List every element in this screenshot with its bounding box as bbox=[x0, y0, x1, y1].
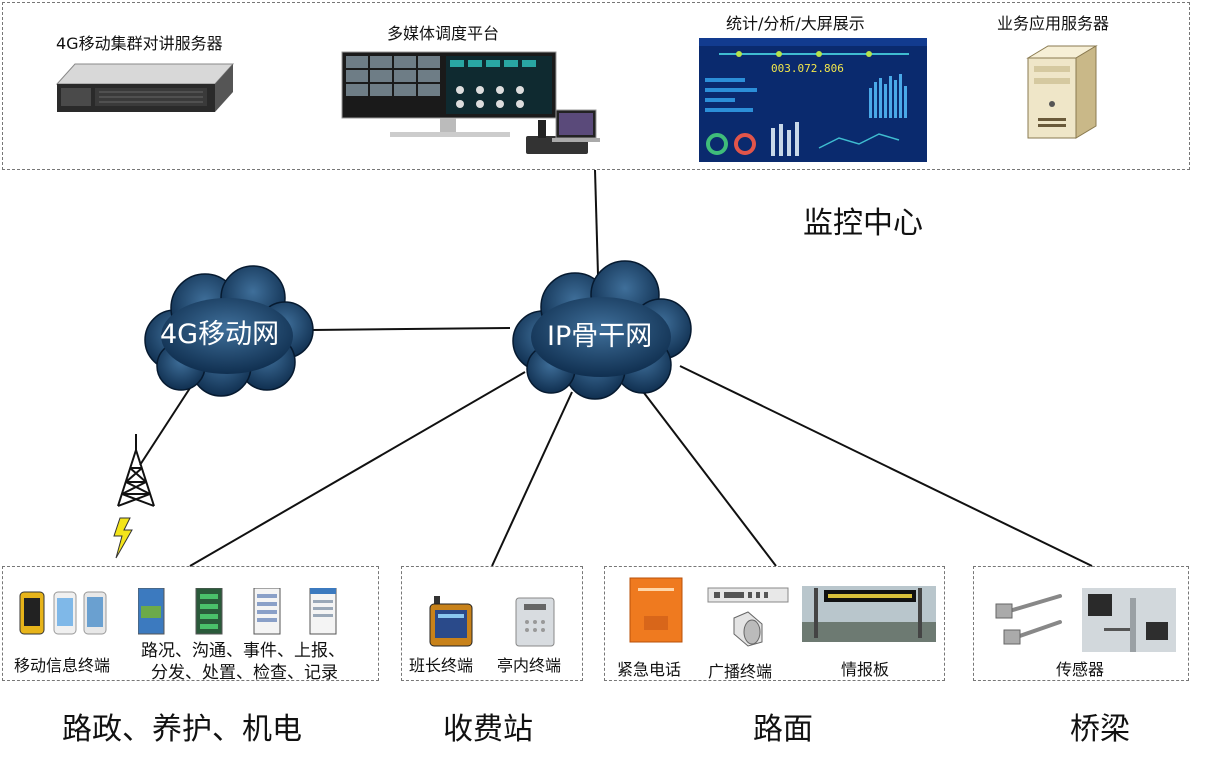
emergency-phone-icon bbox=[629, 577, 683, 643]
functions-label-line2: 分发、处置、检查、记录 bbox=[151, 663, 338, 683]
team-leader-terminal-label: 班长终端 bbox=[409, 656, 474, 675]
booth-terminal-icon bbox=[515, 597, 555, 647]
device-label-4g-server: 4G移动集群对讲服务器 bbox=[56, 34, 223, 53]
dashboard-screen-icon: 003.072.806 bbox=[699, 38, 927, 162]
functions-label-line1: 路况、沟通、事件、上报、 bbox=[141, 641, 345, 661]
info-board-icon bbox=[802, 586, 936, 642]
dispatch-monitor-icon bbox=[341, 51, 600, 154]
ip-backbone-cloud bbox=[512, 260, 692, 400]
handheld-terminal-icon bbox=[429, 596, 473, 647]
sensor-mast-icon bbox=[1082, 588, 1176, 652]
app-server-icon bbox=[1026, 45, 1098, 139]
booth-terminal-label: 亭内终端 bbox=[497, 656, 562, 675]
mobile-network-cloud bbox=[144, 265, 314, 397]
sensor-label: 传感器 bbox=[1056, 660, 1105, 679]
info-board-label: 情报板 bbox=[841, 660, 890, 679]
ip-backbone-label: IP骨干网 bbox=[547, 321, 653, 352]
app-screens-icon bbox=[138, 588, 337, 635]
mobile-network-label: 4G移动网 bbox=[160, 319, 280, 350]
mobile-phones-icon bbox=[19, 591, 107, 635]
monitoring-center-box bbox=[2, 2, 1190, 170]
sensor-probes-icon bbox=[995, 594, 1062, 645]
link-center-backbone bbox=[594, 169, 599, 276]
link-backbone-road-admin bbox=[189, 371, 526, 567]
section-road-admin: 路政、养护、机电 bbox=[62, 712, 302, 747]
link-backbone-toll bbox=[491, 391, 573, 567]
link-mobile-backbone bbox=[311, 327, 511, 331]
link-backbone-road bbox=[637, 384, 777, 567]
emergency-phone-label: 紧急电话 bbox=[617, 660, 682, 679]
cell-tower-icon bbox=[113, 434, 155, 559]
mobile-terminal-label: 移动信息终端 bbox=[14, 656, 111, 675]
link-backbone-bridge bbox=[679, 365, 1093, 567]
device-label-statistics-display: 统计/分析/大屏展示 bbox=[726, 14, 865, 33]
toll-station-box bbox=[401, 566, 583, 681]
device-label-dispatch-platform: 多媒体调度平台 bbox=[387, 24, 500, 43]
dashboard-counter: 003.072.806 bbox=[771, 62, 844, 75]
broadcast-terminal-icon bbox=[707, 587, 789, 647]
link-mobile-tower bbox=[139, 387, 191, 466]
road-admin-box bbox=[2, 566, 379, 681]
road-surface-box bbox=[604, 566, 945, 681]
broadcast-terminal-label: 广播终端 bbox=[708, 662, 773, 681]
section-bridge: 桥梁 bbox=[1070, 712, 1130, 747]
device-label-app-server: 业务应用服务器 bbox=[997, 14, 1110, 33]
monitoring-center-title: 监控中心 bbox=[803, 206, 923, 241]
section-road-surface: 路面 bbox=[753, 712, 813, 747]
section-toll-station: 收费站 bbox=[443, 712, 533, 747]
rack-server-icon bbox=[55, 63, 235, 112]
bridge-box bbox=[973, 566, 1189, 681]
